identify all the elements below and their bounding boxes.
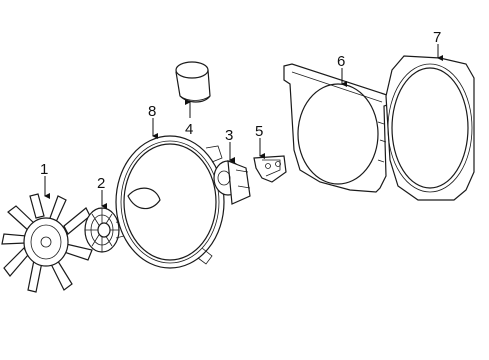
cover-cap-part [175, 61, 211, 103]
callout-label-7: 7 [433, 29, 441, 46]
callout-arrows [44, 44, 443, 209]
fan-shroud-ring-part [115, 135, 225, 269]
mounting-bracket-part [253, 155, 287, 183]
fan-blade-part [1, 193, 93, 293]
callout-label-3: 3 [225, 127, 233, 144]
callout-label-6: 6 [337, 53, 345, 70]
radiator-shroud-part [283, 63, 391, 193]
fan-clutch-part [84, 207, 125, 253]
outer-shroud-frame-part [385, 55, 475, 201]
callout-label-8: 8 [148, 103, 156, 120]
fan-motor-part [213, 160, 251, 205]
callout-label-5: 5 [255, 123, 263, 140]
callout-labels: 1 2 3 4 5 6 7 8 [40, 29, 441, 192]
callout-label-4: 4 [185, 121, 193, 138]
callout-label-1: 1 [40, 161, 48, 178]
callout-label-2: 2 [97, 175, 105, 192]
